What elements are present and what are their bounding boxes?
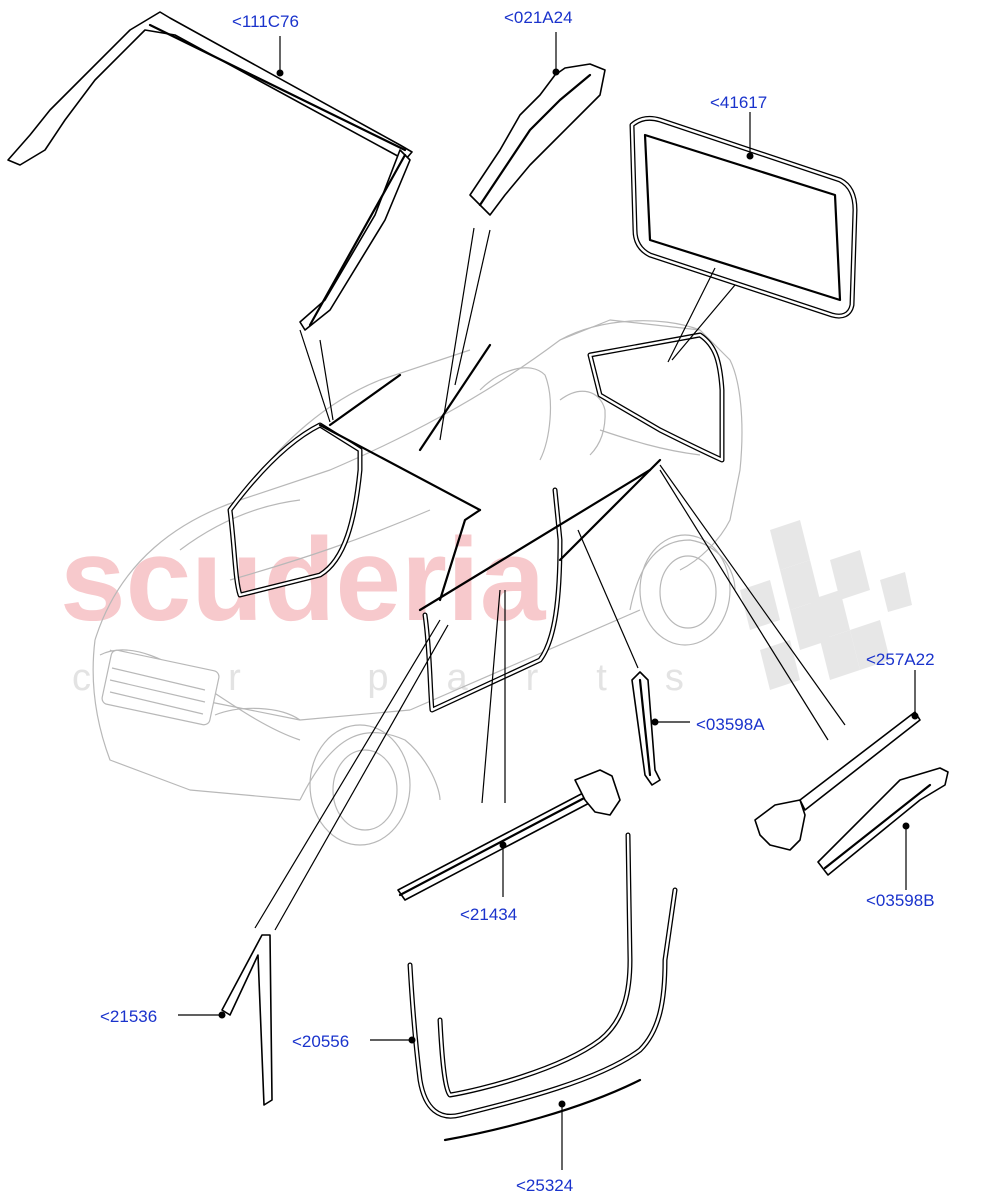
callout-21434: <21434 — [460, 841, 517, 924]
callout-20556: <20556 — [292, 1032, 416, 1051]
part-03598a-pillar-trim — [631, 671, 661, 786]
label-03598b: <03598B — [866, 891, 935, 910]
label-021a24: <021A24 — [504, 8, 573, 27]
part-21536-frame-seal — [221, 934, 273, 1106]
part-21434-belt-weatherstrip — [397, 769, 621, 901]
part-20556-25324-door-seals — [407, 832, 678, 1142]
callout-25324: <25324 — [516, 1100, 573, 1195]
label-41617: <41617 — [710, 93, 767, 112]
checkered-flag-watermark — [740, 520, 912, 690]
callout-111c76: <111C76 — [232, 12, 299, 77]
part-111c76-roof-rail — [7, 11, 413, 331]
callout-257a22: <257A22 — [866, 650, 935, 720]
part-03598b-rail-trim — [817, 767, 949, 876]
label-21536: <21536 — [100, 1007, 157, 1026]
label-111c76: <111C76 — [232, 12, 299, 31]
part-257a22-seal-strip — [754, 711, 921, 851]
label-21434: <21434 — [460, 905, 517, 924]
assembly-lines — [254, 227, 846, 931]
part-41617-rear-window-seal — [629, 115, 858, 319]
callout-03598b: <03598B — [866, 822, 935, 910]
label-20556: <20556 — [292, 1032, 349, 1051]
label-25324: <25324 — [516, 1176, 573, 1195]
label-257a22: <257A22 — [866, 650, 935, 669]
callout-41617: <41617 — [710, 93, 767, 160]
installed-seals — [227, 332, 725, 713]
callout-03598a: <03598A — [651, 715, 765, 734]
callout-21536: <21536 — [100, 1007, 226, 1026]
car-body-outline — [92, 319, 743, 846]
part-021a24-a-pillar-trim — [469, 63, 606, 216]
callout-021a24: <021A24 — [504, 8, 573, 76]
label-03598a: <03598A — [696, 715, 765, 734]
